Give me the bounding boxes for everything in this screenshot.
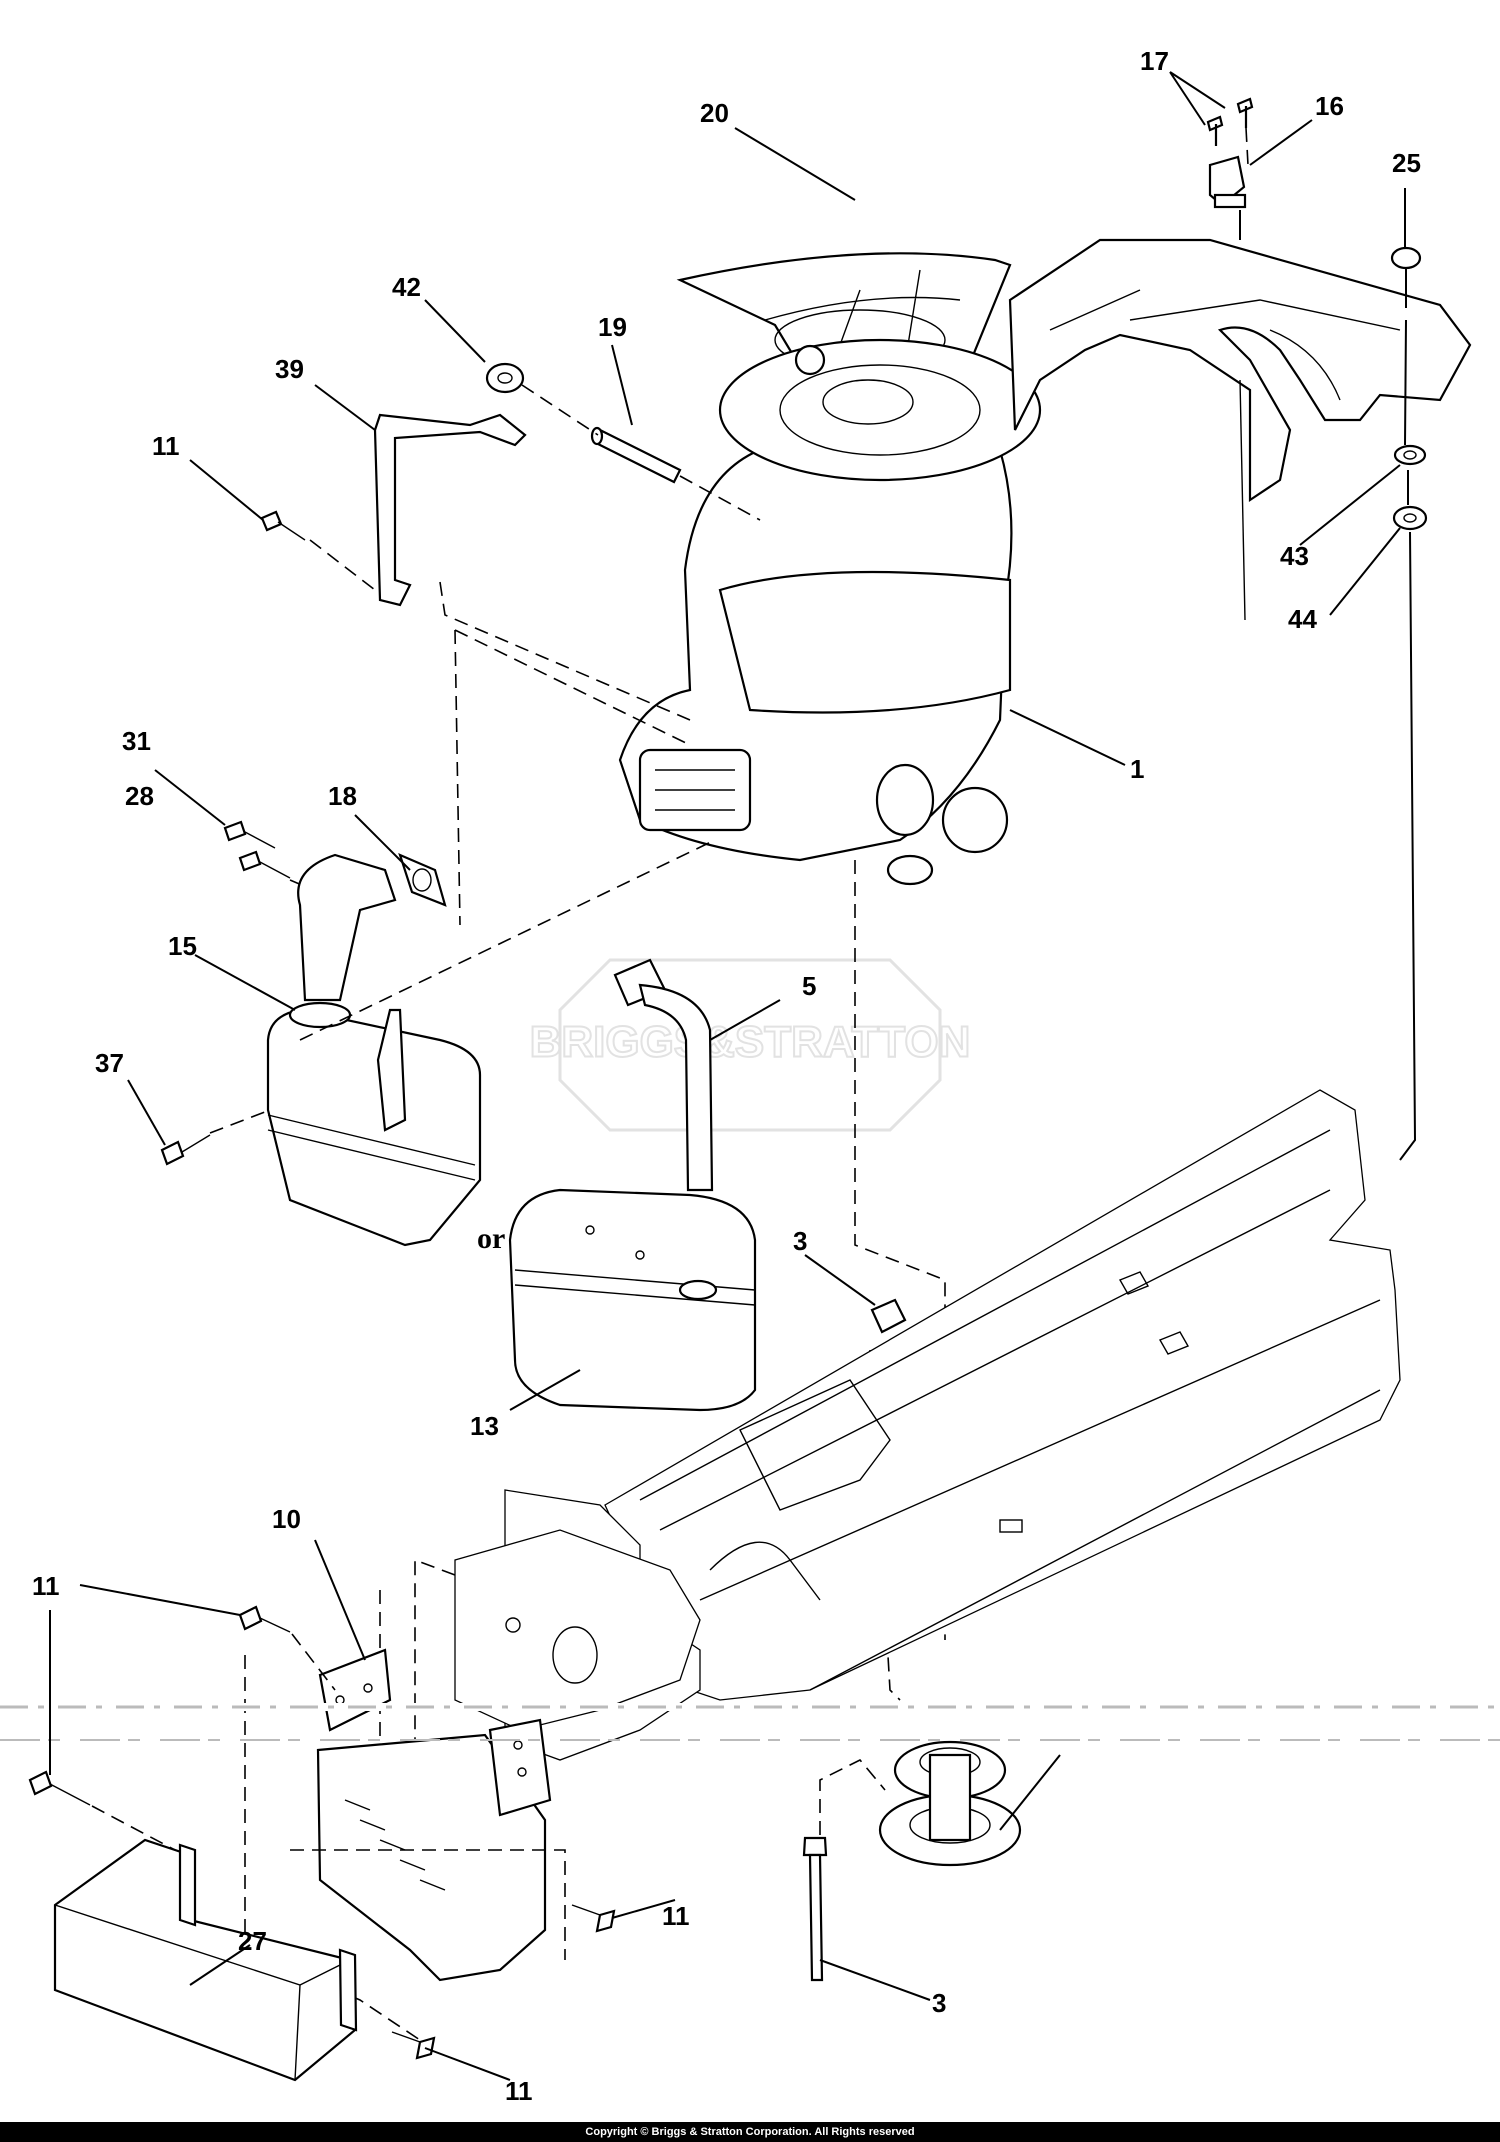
callout-31: 31 <box>122 726 151 756</box>
shaft-bolt-part-3b[interactable] <box>802 1836 828 1982</box>
leader-dash <box>819 1759 886 1835</box>
pulley-part[interactable] <box>878 1740 1022 1867</box>
copyright-notice: Copyright © Briggs & Stratton Corporatio… <box>0 2122 1500 2142</box>
callout-11-shield: 11 <box>32 1571 60 1601</box>
callout-19: 19 <box>598 312 627 342</box>
screw-part-11c[interactable] <box>28 1770 91 1806</box>
scan-artifact-strip <box>0 1703 1500 1741</box>
callout-leaders <box>49 71 1406 2081</box>
nut-part-44[interactable] <box>1392 505 1428 531</box>
bolt-part-28[interactable] <box>238 850 291 879</box>
callout-43: 43 <box>1280 541 1309 571</box>
screw-part-17a[interactable] <box>1206 115 1224 146</box>
throttle-control-part-16[interactable] <box>1208 155 1247 240</box>
callout-5: 5 <box>802 971 816 1001</box>
callout-18: 18 <box>328 781 357 811</box>
callout-17: 17 <box>1140 46 1169 76</box>
callout-10: 10 <box>272 1504 301 1534</box>
callout-42: 42 <box>392 272 421 302</box>
washer-part-43[interactable] <box>1393 444 1427 466</box>
callout-11-right: 11 <box>662 1901 690 1931</box>
leader-dash <box>309 539 691 926</box>
heat-shield-part-27[interactable] <box>53 1838 358 2082</box>
nut-part-3a[interactable] <box>870 1298 907 1334</box>
exhaust-pipe-part-5[interactable] <box>613 958 714 1192</box>
nut-part-42[interactable] <box>485 362 525 394</box>
leader-dash <box>1245 127 1249 166</box>
callout-20: 20 <box>700 98 729 128</box>
callout-25: 25 <box>1392 148 1421 178</box>
bolt-part-31[interactable] <box>223 820 276 849</box>
leader-dash <box>209 839 716 1134</box>
callout-11-bottom: 11 <box>505 2076 533 2106</box>
callout-3-shaft: 3 <box>932 1988 946 2018</box>
spacer-part-19[interactable] <box>590 426 682 484</box>
watermark-logo: BRIGGS&STRATTON <box>529 958 971 1132</box>
tractor-frame <box>454 1089 1401 1761</box>
callout-11-bracket: 11 <box>152 431 180 461</box>
callout-39: 39 <box>275 354 304 384</box>
or-label: or <box>477 1222 505 1255</box>
screw-part-11a[interactable] <box>260 510 306 541</box>
screw-part-11d[interactable] <box>571 1904 616 1933</box>
callout-16: 16 <box>1315 91 1344 121</box>
heat-shield-part[interactable] <box>316 1718 552 1982</box>
engine-part-1[interactable] <box>618 338 1042 886</box>
callout-15: 15 <box>168 931 197 961</box>
dash-panel <box>1008 238 1472 621</box>
leader-dash <box>521 384 761 521</box>
leader-dash <box>91 1805 176 1851</box>
gasket-part-18[interactable] <box>398 853 447 907</box>
callout-1: 1 <box>1130 754 1144 784</box>
callout-44: 44 <box>1288 604 1317 634</box>
callout-labels: 17 16 25 20 42 19 39 11 1 43 44 31 28 18… <box>32 46 1421 2106</box>
callout-3-nut: 3 <box>793 1226 807 1256</box>
callout-28: 28 <box>125 781 154 811</box>
screw-part-11b[interactable] <box>238 1605 291 1633</box>
muffler-part-15[interactable] <box>266 853 482 1247</box>
callout-37: 37 <box>95 1048 124 1078</box>
choke-knob-part-25[interactable] <box>1390 246 1422 308</box>
callout-27: 27 <box>238 1926 267 1956</box>
screw-part-37[interactable] <box>160 1134 211 1166</box>
watermark-text: BRIGGS&STRATTON <box>530 1018 971 1067</box>
screw-part-17b[interactable] <box>1236 97 1254 128</box>
callout-13: 13 <box>470 1411 499 1441</box>
muffler-part-13[interactable] <box>508 1188 757 1412</box>
bracket-part-39[interactable] <box>373 413 527 607</box>
heat-shield-bracket-part-10[interactable] <box>318 1648 392 1732</box>
choke-cable <box>1399 319 1417 1161</box>
leader-dash <box>291 1633 336 1691</box>
